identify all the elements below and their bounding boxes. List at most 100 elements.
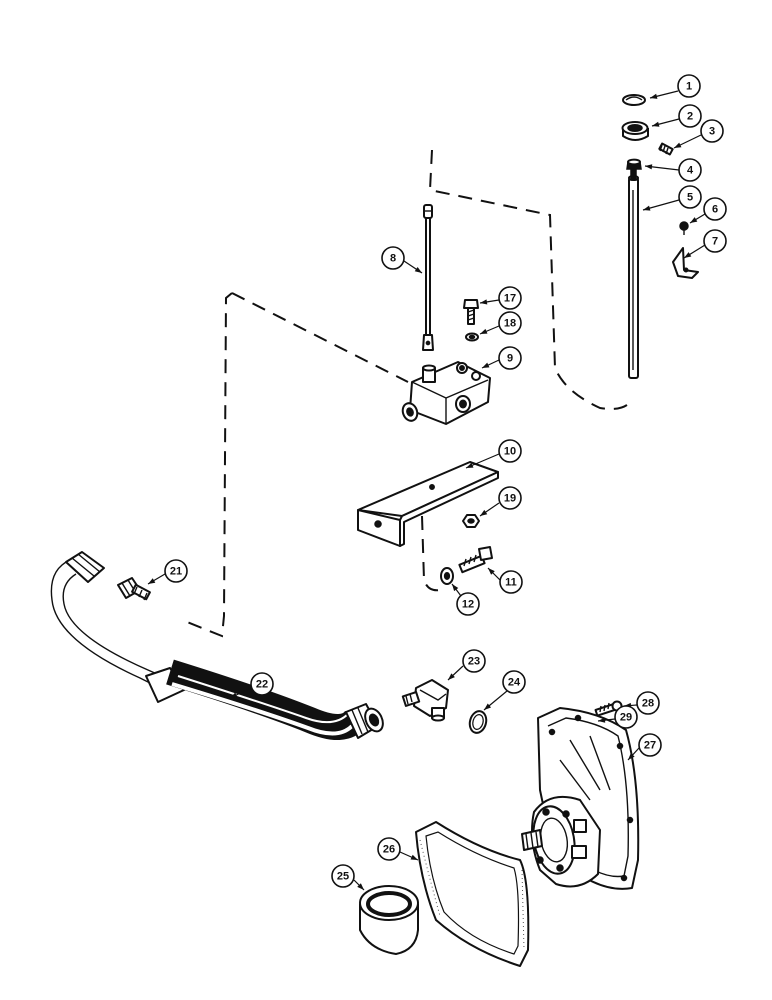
- callout-number: 4: [687, 165, 694, 177]
- callout-arrowhead: [482, 362, 490, 368]
- callout-arrowhead: [480, 328, 488, 334]
- callout-number: 25: [337, 871, 349, 883]
- part-control-link-rod: [422, 204, 434, 351]
- callout-number: 5: [687, 192, 693, 204]
- callout-number: 21: [170, 566, 182, 578]
- part-plug: [626, 158, 642, 170]
- part-coupling-sleeve: [359, 885, 419, 955]
- callout-arrowhead: [484, 703, 492, 710]
- callout-circle: [703, 229, 727, 253]
- callout-number: 27: [644, 740, 656, 752]
- callout-circle: [456, 592, 480, 616]
- callout-number: 12: [462, 599, 474, 611]
- callout-number: 6: [712, 204, 718, 216]
- callout-4: 4: [644, 158, 702, 182]
- callout-circle: [331, 864, 355, 888]
- callout-arrowhead: [488, 568, 495, 575]
- callout-circle: [677, 74, 701, 98]
- assembly-guide-line-left: [181, 292, 233, 638]
- callout-18: 18: [479, 311, 522, 335]
- callout-arrowhead: [230, 692, 238, 698]
- callout-29: 29: [597, 705, 638, 729]
- callout-26: 26: [377, 837, 419, 861]
- callout-circle: [164, 559, 188, 583]
- callout-25: 25: [331, 864, 365, 891]
- callout-22: 22: [229, 672, 274, 699]
- callout-arrowhead: [650, 93, 658, 99]
- part-collar: [621, 121, 649, 141]
- assembly-guide-line-bracket: [421, 515, 441, 592]
- callout-circle: [614, 705, 638, 729]
- part-control-valve: [401, 361, 491, 425]
- assembly-guide-line-right: [428, 149, 633, 410]
- callout-circle: [498, 286, 522, 310]
- callout-circle: [381, 246, 405, 270]
- callout-arrowhead: [148, 578, 156, 584]
- part-angle-bracket: [672, 247, 699, 279]
- callout-19: 19: [479, 486, 522, 517]
- part-washer-upper: [465, 332, 479, 342]
- callout-circle: [498, 439, 522, 463]
- part-adapter-fitting: [117, 577, 151, 601]
- callout-17: 17: [479, 286, 522, 310]
- part-elbow-fitting: [401, 679, 449, 722]
- callout-arrowhead: [652, 121, 660, 127]
- callout-circle: [250, 672, 274, 696]
- callout-circle: [678, 104, 702, 128]
- callout-number: 22: [256, 679, 268, 691]
- callout-circle: [377, 837, 401, 861]
- part-bolt-lower: [458, 546, 493, 574]
- part-washer-lower: [440, 567, 454, 585]
- part-small-screw: [679, 221, 689, 235]
- callout-2: 2: [651, 104, 702, 128]
- part-cap: [622, 94, 646, 106]
- callout-number: 26: [383, 844, 395, 856]
- callout-3: 3: [673, 119, 724, 149]
- callout-number: 2: [687, 111, 693, 123]
- callout-number: 7: [712, 236, 718, 248]
- callout-arrowhead: [628, 753, 635, 760]
- callout-8: 8: [381, 246, 423, 274]
- callout-number: 10: [504, 446, 516, 458]
- assembly-guide-line-valve: [231, 292, 409, 383]
- callout-circle: [498, 346, 522, 370]
- callout-7: 7: [683, 229, 727, 259]
- callout-6: 6: [689, 197, 727, 224]
- callout-circle: [636, 691, 660, 715]
- callout-circle: [700, 119, 724, 143]
- callout-circle: [462, 649, 486, 673]
- callout-arrowhead: [480, 509, 488, 516]
- part-set-screw: [658, 142, 674, 156]
- callout-circle: [678, 185, 702, 209]
- callout-circle: [678, 158, 702, 182]
- callout-arrowhead: [645, 164, 653, 170]
- callout-number: 3: [709, 126, 715, 138]
- callout-number: 9: [507, 353, 513, 365]
- callout-arrowhead: [452, 584, 459, 592]
- callout-arrowhead: [480, 299, 488, 305]
- callout-24: 24: [483, 670, 526, 711]
- callout-28: 28: [623, 691, 660, 715]
- callout-arrowhead: [643, 205, 651, 211]
- part-bolt-upper: [463, 299, 479, 325]
- part-o-ring: [468, 710, 488, 734]
- part-hydraulic-hose: [50, 551, 384, 740]
- callout-12: 12: [451, 583, 480, 616]
- callout-arrowhead: [448, 673, 455, 680]
- callout-number: 11: [505, 577, 517, 589]
- callout-arrowhead: [690, 217, 698, 223]
- callout-circle: [703, 197, 727, 221]
- callout-arrowhead: [466, 462, 474, 468]
- callout-circle: [502, 670, 526, 694]
- callout-number: 18: [504, 318, 516, 330]
- callout-1: 1: [649, 74, 701, 99]
- callout-21: 21: [147, 559, 188, 585]
- callout-11: 11: [487, 567, 523, 594]
- callout-number: 17: [504, 293, 516, 305]
- callout-arrowhead: [414, 266, 422, 273]
- callout-arrowhead: [684, 252, 692, 258]
- part-mounting-bracket: [357, 461, 499, 547]
- callout-circle: [498, 486, 522, 510]
